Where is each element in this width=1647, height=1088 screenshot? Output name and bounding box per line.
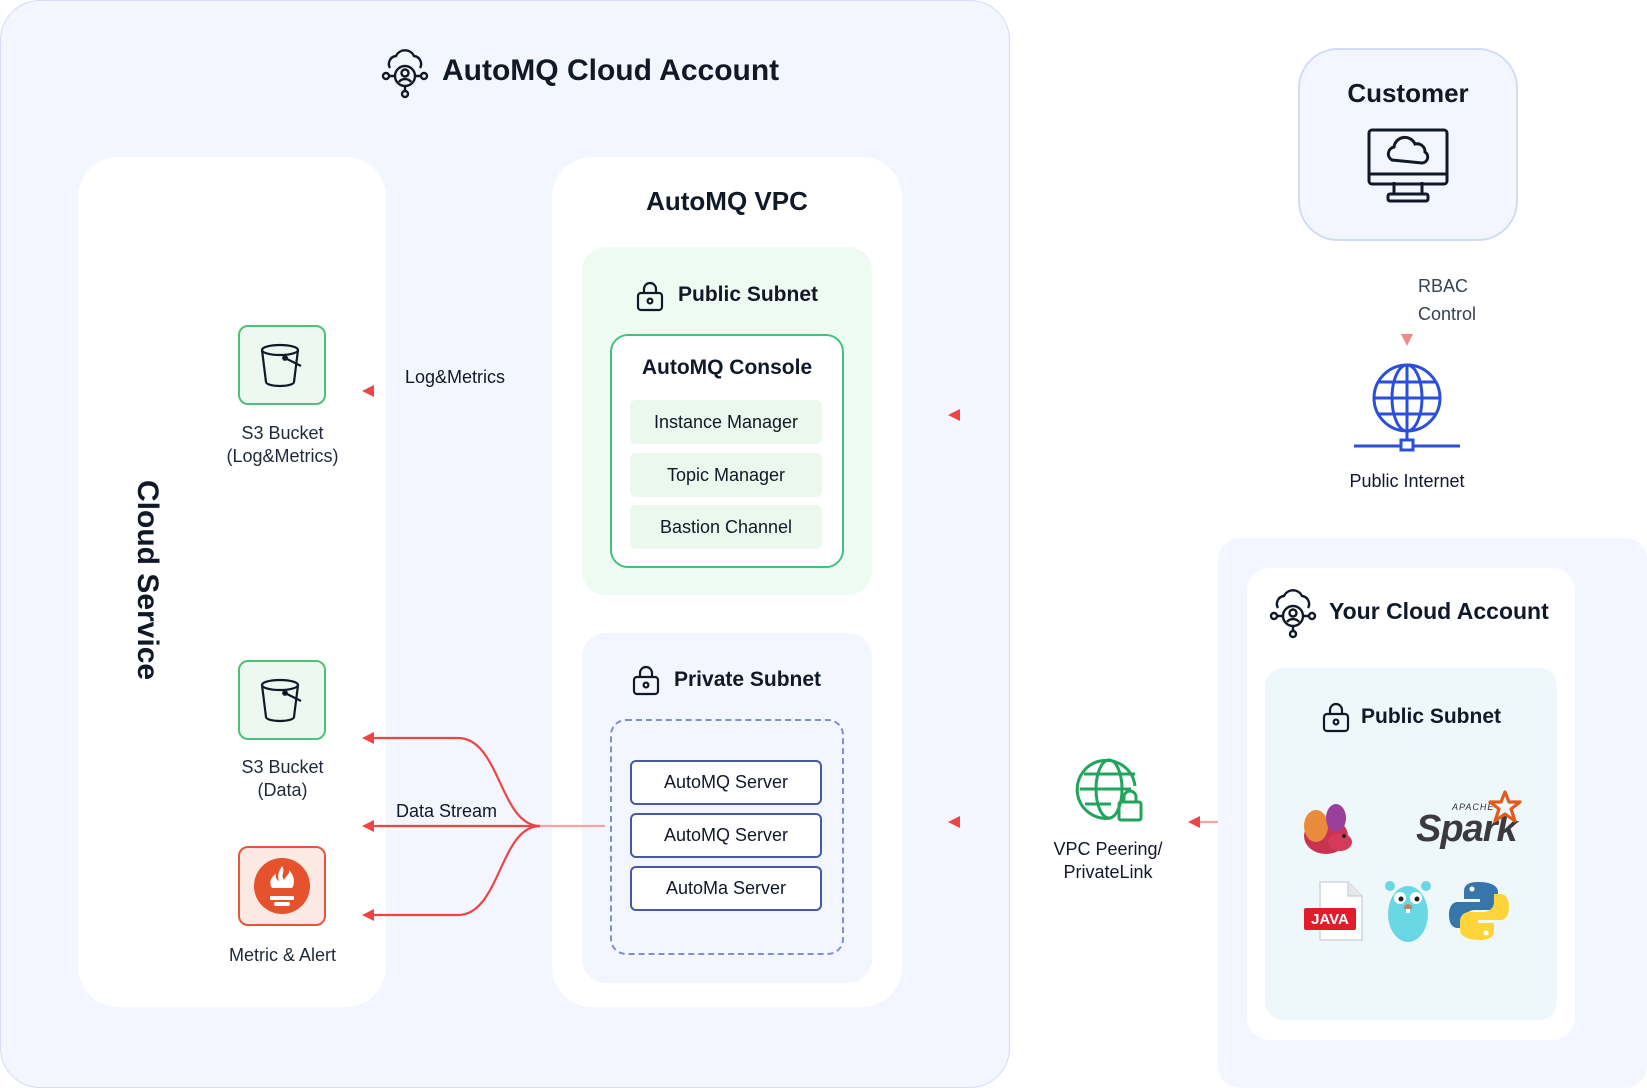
cloud-account-icon	[1268, 588, 1318, 639]
rbac-line2: Control	[1418, 304, 1477, 324]
python-logo	[1448, 880, 1510, 942]
vpc-title: AutoMQ VPC	[646, 186, 808, 216]
rbac-arrow	[1401, 258, 1413, 346]
rbac-control-label: RBAC Control	[1418, 272, 1508, 328]
s3-log-bucket-label: S3 Bucket (Log&Metrics)	[205, 422, 360, 468]
metric-alert-tile	[238, 846, 326, 926]
s3-data-label-line2: (Data)	[257, 780, 308, 800]
vpc-private-subnet	[582, 633, 872, 983]
prometheus-icon	[254, 858, 310, 914]
your-subnet-title: Public Subnet	[1361, 705, 1502, 728]
spark-logo-name: Spark	[1416, 808, 1518, 850]
vpc-peering-line2: PrivateLink	[1063, 862, 1153, 882]
rbac-line1: RBAC	[1418, 276, 1469, 296]
log-metrics-arrow	[362, 385, 550, 397]
automq-server-2[interactable]: AutoMQ Server	[630, 813, 822, 858]
lock-icon	[630, 664, 662, 696]
s3-log-label-line1: S3 Bucket	[241, 423, 324, 443]
public-subnet-title: Public Subnet	[678, 283, 819, 306]
cloud-account-title: AutoMQ Cloud Account	[442, 54, 780, 87]
server-group-box	[610, 719, 844, 955]
cloud-service-panel	[78, 157, 386, 1007]
cloud-account-icon	[380, 48, 430, 99]
desktop-cloud-icon	[1366, 124, 1450, 208]
lock-icon	[1320, 701, 1352, 733]
console-title: AutoMQ Console	[641, 356, 813, 379]
internet-to-console-arrow	[948, 409, 1245, 421]
bucket-icon	[260, 678, 302, 723]
vpc-peering-label: VPC Peering/ PrivateLink	[1028, 838, 1188, 884]
public-internet-label: Public Internet	[1349, 471, 1465, 491]
metric-alert-label: Metric & Alert	[228, 945, 337, 965]
spark-logo-apache: APACHE	[1452, 802, 1495, 812]
vpc-peering-line1: VPC Peering/	[1053, 839, 1163, 859]
s3-data-bucket-tile	[238, 660, 326, 740]
lock-icon	[634, 280, 666, 312]
cloud-service-title: Cloud Service	[131, 480, 164, 681]
automq-server-3[interactable]: AutoMa Server	[630, 866, 822, 911]
your-cloud-title: Your Cloud Account	[1329, 598, 1549, 624]
customer-title: Customer	[1347, 78, 1469, 108]
automq-server-1[interactable]: AutoMQ Server	[630, 760, 822, 805]
s3-log-label-line2: (Log&Metrics)	[226, 446, 339, 466]
console-item-bastion-channel[interactable]: Bastion Channel	[630, 505, 822, 549]
s3-data-bucket-label: S3 Bucket (Data)	[205, 756, 360, 802]
go-gopher-logo	[1382, 876, 1434, 944]
data-stream-label: Data Stream	[396, 801, 498, 821]
java-logo: JAVA	[1304, 880, 1366, 942]
globe-network-icon	[1352, 360, 1462, 454]
java-label: JAVA	[1304, 908, 1356, 930]
log-metrics-label: Log&Metrics	[405, 367, 506, 387]
spark-logo: APACHE Spark	[1412, 790, 1522, 860]
console-item-instance-manager[interactable]: Instance Manager	[630, 400, 822, 444]
private-subnet-title: Private Subnet	[674, 668, 822, 691]
spark-star-icon	[1488, 790, 1522, 823]
s3-log-bucket-tile	[238, 325, 326, 405]
globe-lock-icon	[1075, 756, 1147, 826]
s3-data-label-line1: S3 Bucket	[241, 757, 324, 777]
console-item-topic-manager[interactable]: Topic Manager	[630, 453, 822, 497]
bucket-icon	[260, 343, 302, 388]
customer-box	[1298, 48, 1518, 241]
peering-to-servers-arrow	[948, 816, 1065, 828]
data-stream-arrows	[372, 736, 605, 917]
flink-logo	[1296, 796, 1360, 860]
